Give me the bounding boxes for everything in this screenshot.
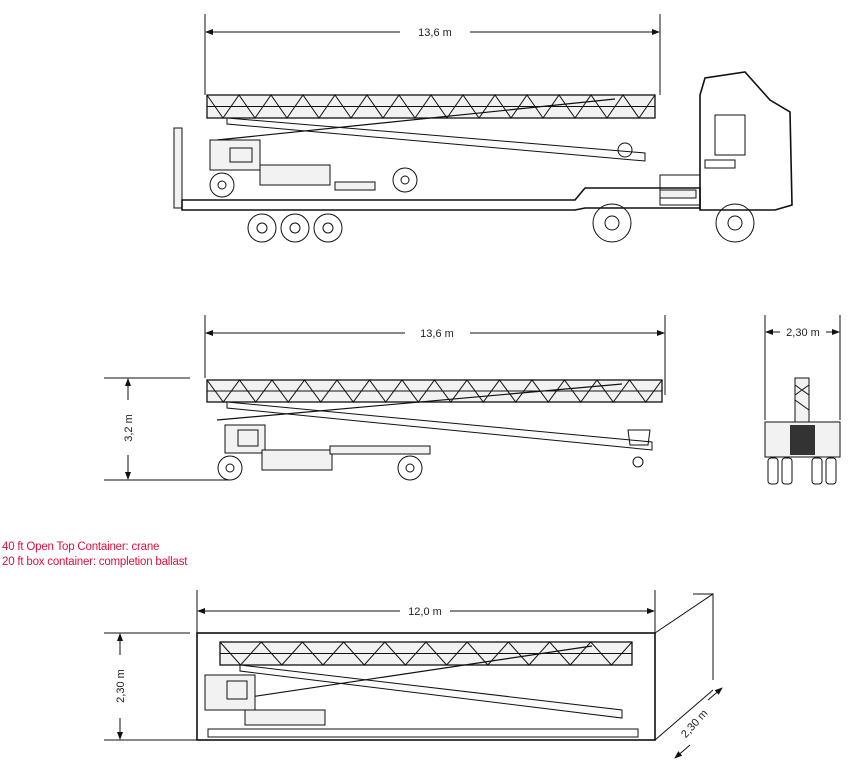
container-view: 12,0 m 2,30 m 2,30 m: [104, 590, 723, 759]
folded-jib: [226, 401, 653, 451]
container-height-label: 2,30 m: [115, 669, 127, 703]
container-outline: [196, 632, 656, 741]
crane-front-view: 2,30 m: [764, 315, 841, 485]
wheel: [313, 213, 343, 243]
wheel: [217, 455, 243, 481]
truck-transport-view: 13,6 m: [173, 14, 793, 243]
wheel: [592, 203, 632, 243]
truck-length-label: 13,6 m: [418, 27, 452, 39]
container-width-label: 2,30 m: [679, 707, 710, 740]
wheel: [397, 455, 423, 481]
lattice-web: [219, 641, 633, 666]
trailer-rear-post: [173, 127, 183, 209]
wheel: [280, 213, 310, 243]
tie-rod: [216, 383, 623, 421]
tie-rod: [216, 98, 616, 141]
note-open-top-container: 40 ft Open Top Container: crane: [2, 541, 160, 553]
tie-rod: [229, 645, 593, 701]
note-box-container: 20 ft box container: completion ballast: [2, 556, 188, 568]
wheel: [209, 172, 235, 198]
cab-window: [714, 114, 746, 156]
wheel: [247, 213, 277, 243]
container-length-label: 12,0 m: [408, 606, 442, 618]
wheel: [715, 203, 755, 243]
folded-jib: [226, 117, 646, 162]
truck-cab: [699, 71, 793, 211]
crane-length-label: 13,6 m: [420, 328, 454, 340]
folded-jib: [239, 664, 623, 719]
lattice-web: [206, 379, 663, 403]
crane-width-label: 2,30 m: [786, 327, 820, 339]
lattice-web: [206, 94, 656, 119]
wheel: [392, 167, 418, 193]
crane-side-view: 13,6 m 3,2 m: [104, 315, 666, 481]
crane-base: [224, 424, 266, 454]
crane-height-label: 3,2 m: [123, 414, 135, 442]
